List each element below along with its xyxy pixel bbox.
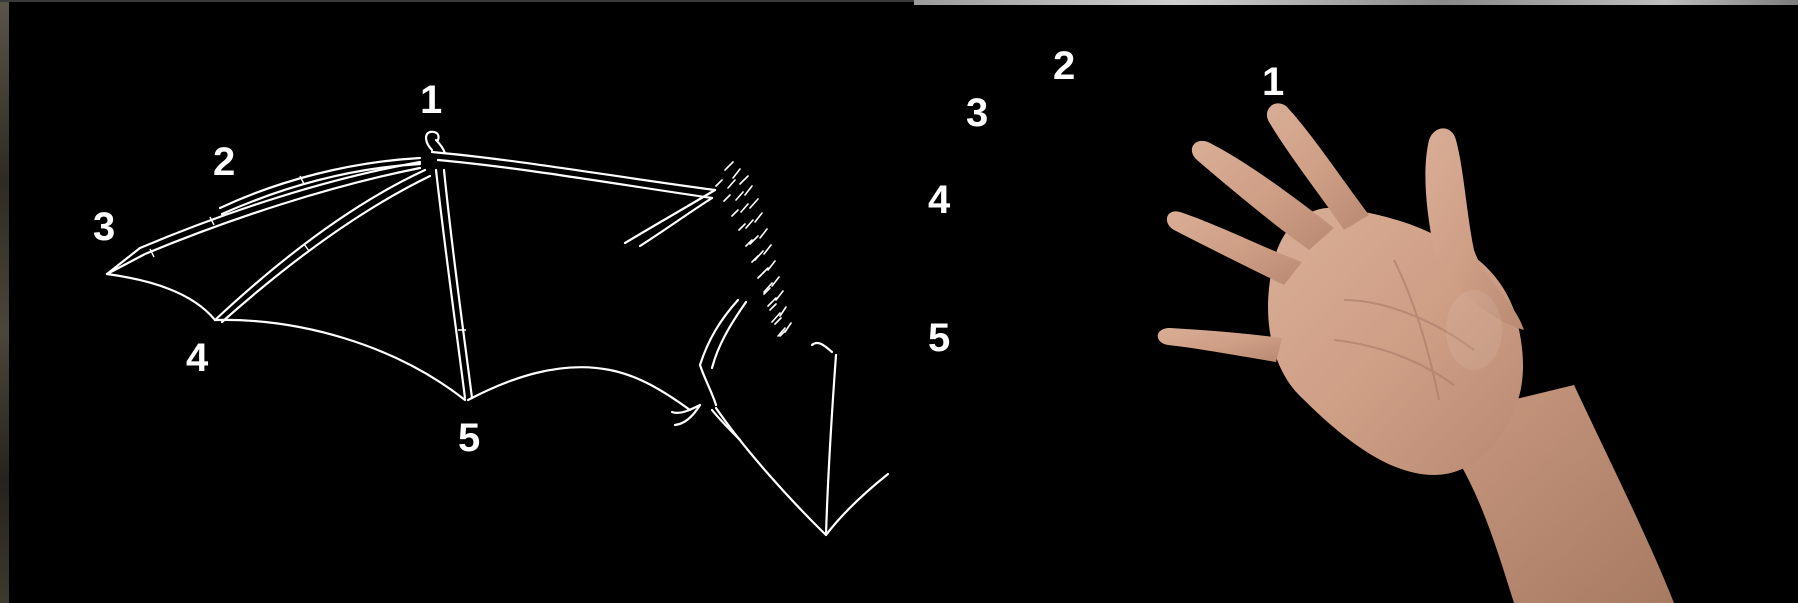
bat-foot [672, 405, 740, 440]
bat-forearm [432, 152, 715, 190]
bat-digit-4-label: 4 [186, 338, 208, 378]
bat-membrane-edge [215, 320, 465, 400]
bat-digit-5-label: 5 [458, 418, 480, 458]
hand-digit-5-label: 5 [928, 318, 950, 358]
bat-digit-1-label: 1 [420, 80, 442, 120]
bat-digit-3-label: 3 [93, 207, 115, 247]
bat-leg [700, 300, 738, 405]
little-finger [1158, 328, 1282, 362]
human-hand-panel: 1 2 3 4 5 [914, 0, 1798, 603]
hand-digit-1-label: 1 [1262, 62, 1284, 102]
hand-digit-4-label: 4 [928, 180, 950, 220]
bat-body-fur [716, 162, 791, 336]
bat-thumb [426, 132, 445, 153]
bat-tail-membrane [716, 408, 888, 535]
bat-digit-5 [436, 170, 465, 398]
bat-wing-panel: 1 2 3 4 5 [0, 0, 914, 603]
bat-digit-2-label: 2 [213, 142, 235, 182]
bat-wing-drawing [0, 0, 914, 603]
human-hand-photo [914, 0, 1798, 603]
bat-digit-2 [220, 158, 420, 208]
hand-digit-2-label: 2 [1053, 46, 1075, 86]
hand-digit-3-label: 3 [966, 93, 988, 133]
